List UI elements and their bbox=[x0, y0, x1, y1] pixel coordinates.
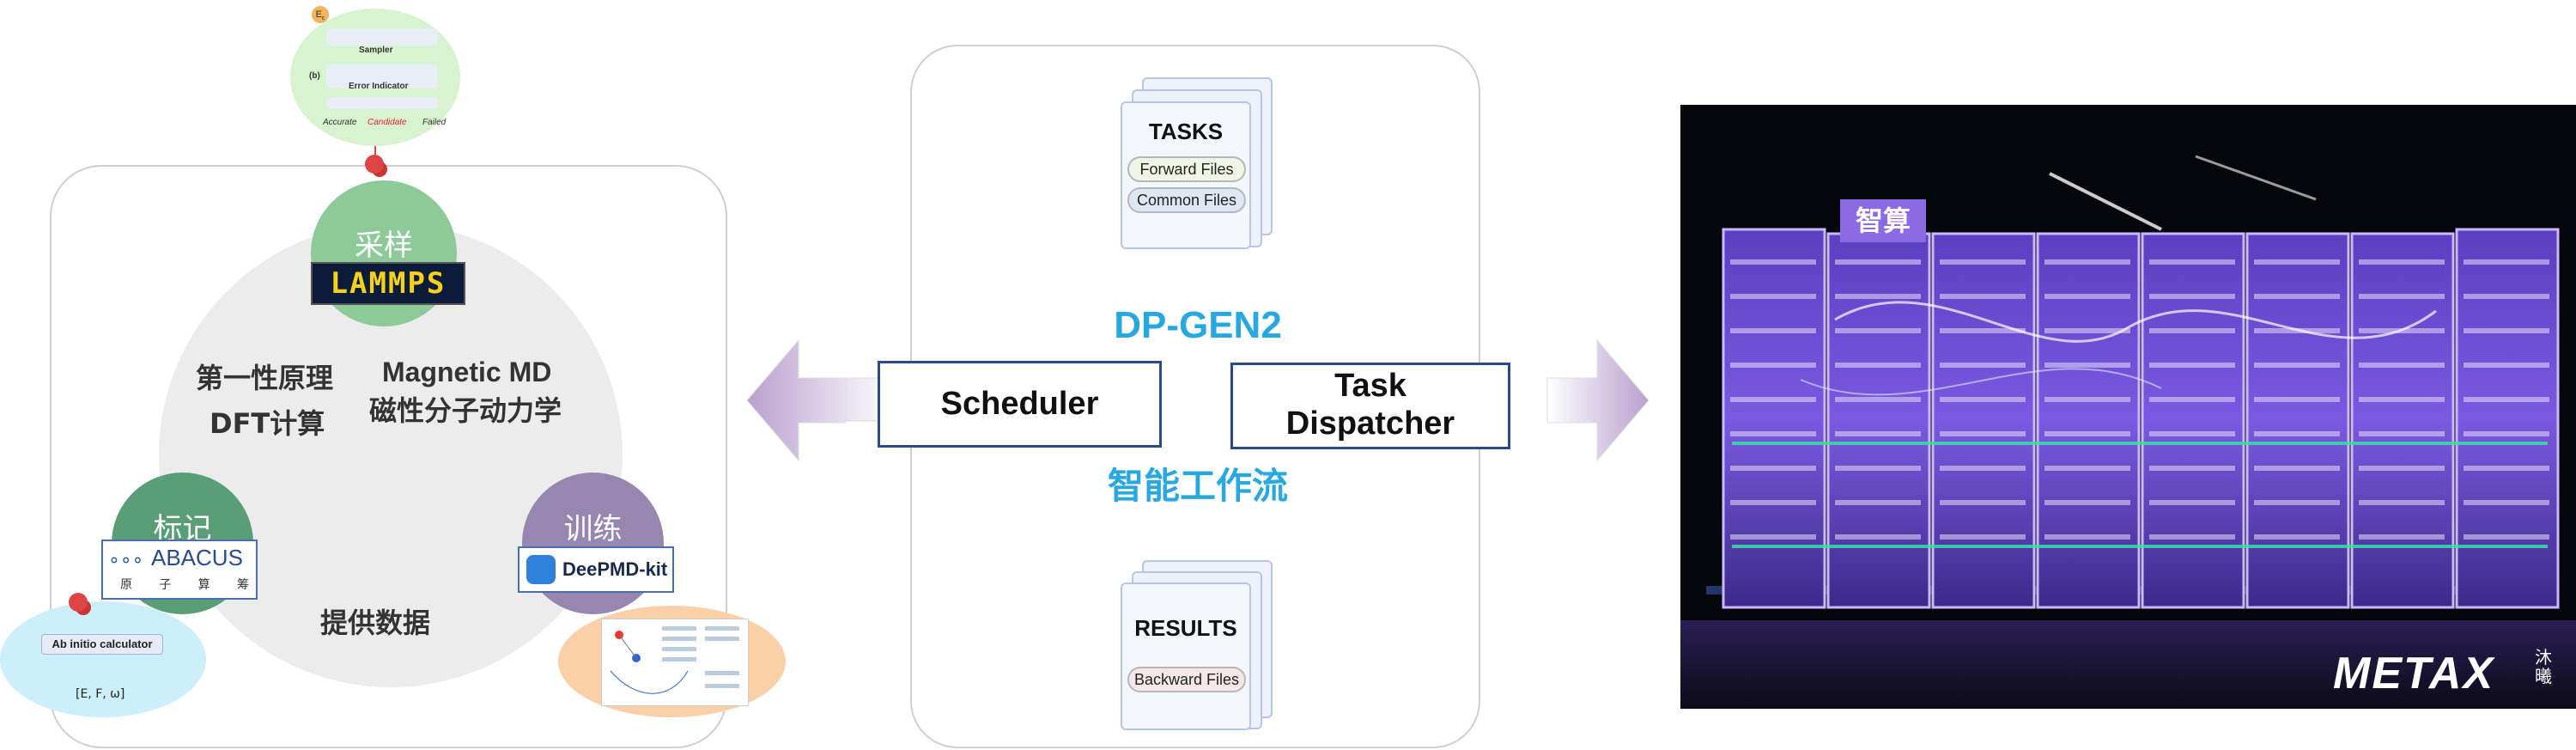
sampler-track bbox=[326, 28, 438, 46]
workflow-subtitle: 智能工作流 bbox=[1107, 465, 1288, 507]
common-files-pill: Common Files bbox=[1127, 187, 1246, 213]
candidate-label: Candidate bbox=[368, 118, 407, 127]
lammps-logo: LAMMPS bbox=[311, 262, 465, 305]
panel-b-label: (b) bbox=[309, 71, 320, 81]
workflow-title: DP-GEN2 bbox=[1114, 304, 1282, 346]
dft-label-line2: DFT计算 bbox=[210, 407, 325, 440]
abacus-sub-1: 子 bbox=[159, 578, 172, 592]
abacus-sub-3: 筹 bbox=[236, 578, 249, 592]
photo-sign: 智算 bbox=[1840, 199, 1926, 242]
scheduler-label: Scheduler bbox=[940, 386, 1099, 422]
deepmd-logo: DeePMD-kit bbox=[518, 546, 674, 593]
mmd-label-line2: 磁性分子动力学 bbox=[369, 394, 562, 427]
dft-label-line1: 第一性原理 bbox=[196, 362, 334, 394]
calculator-output: [E, F, ω] bbox=[76, 687, 125, 701]
task-dispatcher-box: Task Dispatcher bbox=[1230, 363, 1510, 449]
network-figure bbox=[601, 619, 749, 706]
calculator-title: Ab initio calculator bbox=[41, 634, 163, 655]
sampling-node-label: 采样 bbox=[355, 229, 413, 263]
deepmd-mascot-icon bbox=[526, 555, 556, 584]
abacus-dots-icon: ∘∘∘ bbox=[108, 549, 144, 570]
training-node: 训练 bbox=[522, 473, 664, 614]
abacus-title: ABACUS bbox=[151, 545, 243, 570]
molecule-icon bbox=[365, 155, 384, 174]
forward-files-pill: Forward Files bbox=[1127, 156, 1246, 182]
dispatcher-label-line2: Dispatcher bbox=[1285, 405, 1455, 442]
metax-cn-1: 曦 bbox=[2535, 666, 2552, 686]
abacus-sub-2: 算 bbox=[197, 578, 210, 592]
abacus-subtitle: 原 子 算 筹 bbox=[120, 576, 249, 593]
calculator-molecule-icon bbox=[69, 593, 88, 612]
training-node-label: 训练 bbox=[563, 512, 623, 546]
backward-files-pill: Backward Files bbox=[1127, 667, 1246, 692]
provide-data-label: 提供数据 bbox=[320, 607, 431, 639]
abacus-logo: ∘∘∘ ABACUS 原 子 算 筹 bbox=[101, 540, 258, 600]
scheduler-box: Scheduler bbox=[878, 361, 1162, 448]
accurate-label: Accurate bbox=[323, 118, 357, 127]
results-doc: RESULTS Backward Files bbox=[1121, 582, 1251, 730]
results-title: RESULTS bbox=[1134, 615, 1237, 641]
abacus-sub-0: 原 bbox=[120, 578, 132, 592]
error-indicator-box bbox=[326, 64, 438, 88]
left-arrow-icon bbox=[746, 338, 896, 462]
metax-logo: METAX bbox=[2333, 649, 2495, 698]
sampler-label: Sampler bbox=[359, 46, 393, 55]
error-indicator-label: Error Indicator bbox=[349, 82, 409, 91]
tasks-doc: TASKS Forward Files Common Files bbox=[1121, 101, 1251, 249]
e-symbol-icon: Ec bbox=[312, 6, 329, 23]
mmd-label-line1: Magnetic MD bbox=[382, 357, 552, 387]
server-racks-illustration bbox=[1680, 105, 2576, 709]
dispatcher-label-line1: Task bbox=[1334, 368, 1406, 404]
tasks-title: TASKS bbox=[1148, 119, 1224, 144]
metax-cn-logo: 沐 曦 bbox=[2535, 648, 2561, 686]
threshold-row bbox=[326, 97, 438, 109]
network-diagram-icon bbox=[610, 626, 739, 694]
deepmd-title: DeePMD-kit bbox=[562, 558, 668, 580]
metax-cn-0: 沐 bbox=[2535, 647, 2552, 668]
sampler-figure: Ec Sampler (b) Error Indicator Accurate … bbox=[307, 6, 449, 133]
failed-label: Failed bbox=[422, 118, 447, 127]
calculator-inset bbox=[0, 601, 206, 717]
datacenter-photo: 智算 METAX 沐 曦 bbox=[1680, 105, 2576, 709]
right-arrow-icon bbox=[1546, 338, 1649, 462]
